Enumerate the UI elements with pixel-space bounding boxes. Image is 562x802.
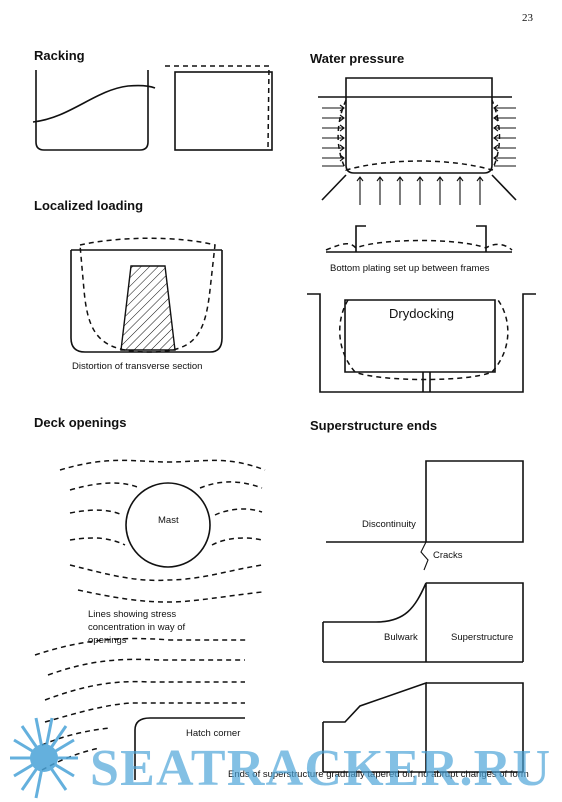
hull-pressure-deflection xyxy=(337,99,501,171)
keel-block xyxy=(422,372,431,392)
bottom-plating-caption: Bottom plating set up between frames xyxy=(330,263,490,274)
distortion-caption: Distortion of transverse section xyxy=(72,361,202,372)
racking-original-shape xyxy=(174,71,273,151)
stress-lines-caption-3: openings xyxy=(88,635,127,646)
hatch-corner xyxy=(134,717,245,780)
racking-deflection-curve xyxy=(32,84,156,123)
water-pressure-diagram: Water pressure xyxy=(310,51,517,205)
racking-section-outline xyxy=(35,70,149,151)
deck-openings-heading: Deck openings xyxy=(34,415,126,430)
drydock-distortion xyxy=(339,299,509,381)
local-load-block xyxy=(120,265,176,351)
stress-lines-caption-1: Lines showing stress xyxy=(88,609,176,620)
bilge-pressure-arrows xyxy=(321,174,517,201)
cracks-label: Cracks xyxy=(433,550,463,561)
dock-outline xyxy=(307,293,536,393)
sun-icon xyxy=(10,717,78,799)
page-number: 23 xyxy=(522,12,534,24)
water-pressure-heading: Water pressure xyxy=(310,51,404,66)
mast-label: Mast xyxy=(158,515,179,526)
bottom-pressure-arrows xyxy=(356,176,484,205)
stress-lines-around-mast xyxy=(59,459,266,603)
drydocking-label: Drydocking xyxy=(389,306,454,321)
mast xyxy=(125,482,211,568)
bulwark-label: Bulwark xyxy=(384,632,418,643)
localized-loading-heading: Localized loading xyxy=(34,198,143,213)
bottom-plating-diagram: Bottom plating set up between frames xyxy=(325,225,513,274)
racking-heading: Racking xyxy=(34,48,85,63)
superstructure-ends-diagram: Superstructure ends Discontinuity Cracks… xyxy=(228,418,529,780)
superstructure-ends-heading: Superstructure ends xyxy=(310,418,437,433)
racking-diagram: Racking xyxy=(32,48,273,151)
side-pressure-arrows-right xyxy=(493,104,516,167)
bulwark-superstructure xyxy=(322,582,524,663)
frames xyxy=(355,225,487,252)
plating-deflection xyxy=(325,239,513,251)
side-pressure-arrows-left xyxy=(322,104,345,167)
abrupt-superstructure xyxy=(326,460,524,543)
tapered-caption: Ends of superstructure gradually tapered… xyxy=(228,769,529,780)
tapered-superstructure xyxy=(322,681,524,773)
drydocking-diagram: Drydocking xyxy=(307,293,536,393)
hatch-corner-label: Hatch corner xyxy=(186,728,240,739)
deck-openings-diagram: Deck openings Mast Lines showing stress … xyxy=(34,415,266,780)
stress-lines-caption-2: concentration in way of xyxy=(88,622,186,633)
seatracker-logo: SEATRACKER.RU xyxy=(10,717,550,799)
superstructure-label: Superstructure xyxy=(451,632,513,643)
ship-in-dock xyxy=(344,299,496,373)
discontinuity-label: Discontinuity xyxy=(362,519,416,530)
sun-disc xyxy=(30,744,58,772)
crack-line xyxy=(420,541,429,571)
hull-section xyxy=(345,77,493,174)
localized-loading-diagram: Localized loading Distortion of transver… xyxy=(34,198,223,372)
watermark-text: SEATRACKER.RU xyxy=(90,740,550,797)
transverse-distortion xyxy=(79,237,216,353)
racking-distorted-shape xyxy=(165,65,270,149)
